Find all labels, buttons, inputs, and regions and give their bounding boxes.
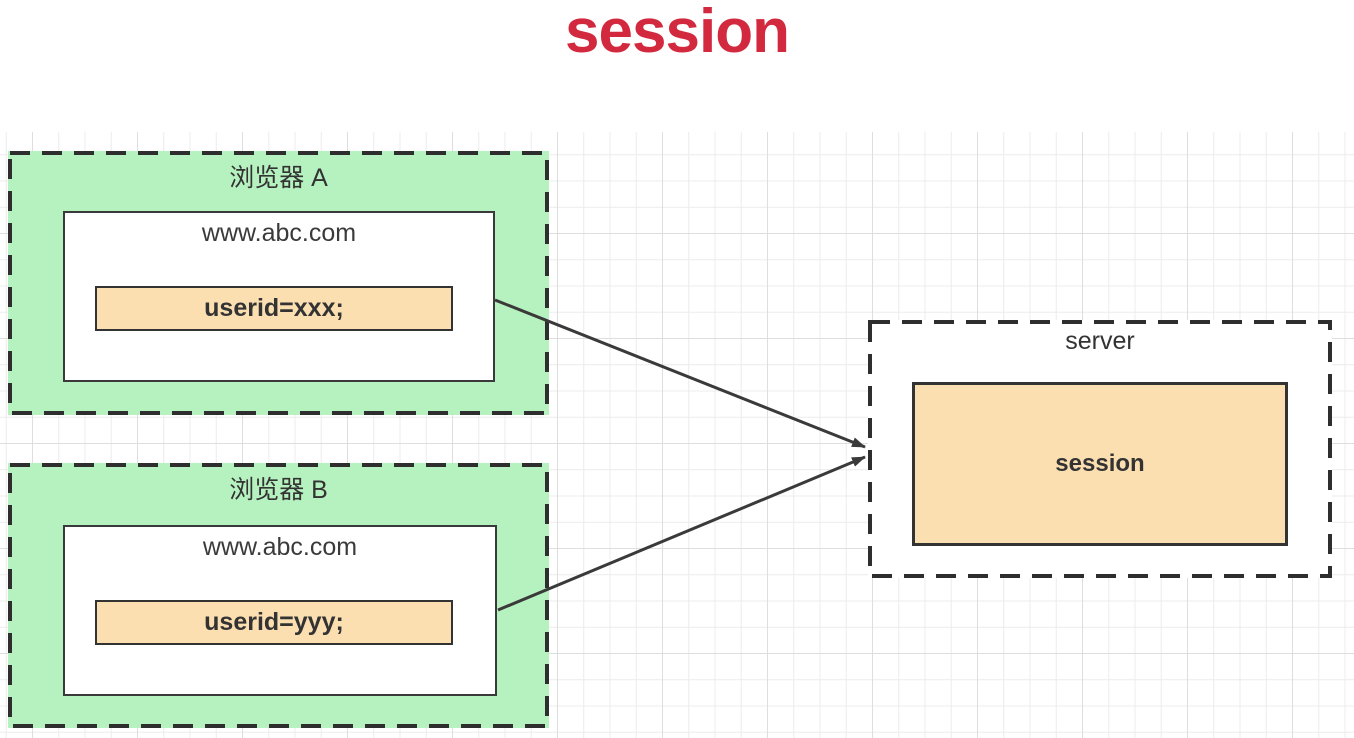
server-label: server — [1065, 327, 1135, 355]
browser-b-group: 浏览器 B www.abc.com userid=yyy; — [8, 463, 549, 728]
browser-b-cookie-box: userid=yyy; — [95, 600, 453, 645]
browser-a-site-label: www.abc.com — [201, 219, 357, 247]
browser-a-site-box: www.abc.com userid=xxx; — [63, 211, 495, 382]
page-title: session — [565, 0, 790, 66]
browser-a-label: 浏览器 A — [229, 164, 328, 192]
server-group: server session — [868, 320, 1332, 578]
server-session-box: session — [912, 382, 1288, 546]
server-session-label: session — [1055, 450, 1145, 477]
browser-a-cookie-box: userid=xxx; — [95, 286, 453, 331]
browser-a-cookie-label: userid=xxx; — [204, 294, 344, 322]
browser-b-cookie-label: userid=yyy; — [204, 608, 344, 636]
browser-b-label: 浏览器 B — [229, 476, 328, 504]
browser-a-group: 浏览器 A www.abc.com userid=xxx; — [8, 151, 549, 415]
browser-b-site-label: www.abc.com — [202, 533, 358, 561]
browser-b-site-box: www.abc.com userid=yyy; — [63, 525, 497, 696]
